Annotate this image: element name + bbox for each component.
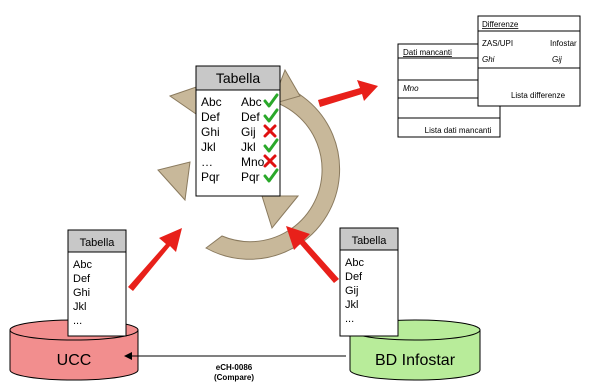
- central-row-right: Jkl: [241, 140, 256, 154]
- differences-val2: Gij: [552, 55, 562, 64]
- table-row: Def: [73, 273, 91, 285]
- check-icon: [263, 138, 279, 153]
- central-row-right: Gij: [241, 125, 256, 139]
- arrow-from-ucc: [128, 228, 182, 291]
- infostar-table: Tabella AbcDefGijJkl...: [339, 227, 399, 337]
- infostar-table-header: Tabella: [352, 235, 388, 247]
- check-icon: [263, 168, 279, 183]
- check-icon: [263, 93, 279, 108]
- table-row: Jkl: [345, 299, 358, 311]
- table-row: Def: [345, 271, 363, 283]
- central-row-left: Pqr: [201, 170, 220, 184]
- central-row-right: Pqr: [241, 170, 260, 184]
- differences-col2: Infostar: [550, 39, 577, 48]
- ucc-table-header: Tabella: [80, 237, 116, 249]
- compare-label-2: (Compare): [214, 373, 254, 382]
- red-arrows: [128, 80, 378, 291]
- central-row-right: Def: [241, 110, 260, 124]
- missing-data-title: Dati mancanti: [403, 48, 452, 57]
- table-row: Gij: [345, 285, 358, 297]
- arrow-from-infostar: [286, 226, 339, 283]
- ucc-label: UCC: [57, 352, 92, 369]
- differences-caption: Lista differenze: [511, 91, 566, 100]
- table-row: ...: [73, 315, 82, 327]
- central-row-left: Def: [201, 110, 220, 124]
- arrow-to-reports: [318, 80, 378, 107]
- central-row-right: Mno: [241, 155, 265, 169]
- differences-col1: ZAS/UPI: [482, 39, 513, 48]
- central-table-header: Tabella: [216, 70, 261, 86]
- cross-icon: [263, 124, 277, 138]
- ucc-table: Tabella AbcDefGhiJkl...: [67, 229, 127, 337]
- check-icon: [263, 108, 279, 123]
- table-row: Abc: [73, 259, 92, 271]
- central-row-left: …: [201, 155, 213, 169]
- differences-title: Differenze: [482, 20, 519, 29]
- table-row: Jkl: [73, 301, 86, 313]
- differences-report: Differenze ZAS/UPI Infostar Ghi Gij List…: [477, 15, 581, 107]
- central-row-left: Abc: [201, 95, 222, 109]
- table-row: ...: [345, 313, 354, 325]
- central-row-left: Ghi: [201, 125, 220, 139]
- compare-arrow: eCH-0086 (Compare): [124, 352, 346, 382]
- missing-data-item: Mno: [403, 84, 419, 93]
- infostar-label: BD Infostar: [375, 352, 456, 369]
- differences-val1: Ghi: [482, 55, 495, 64]
- central-row-left: Jkl: [201, 140, 216, 154]
- central-row-right: Abc: [241, 95, 262, 109]
- missing-data-report: Dati mancanti Mno Lista dati mancanti: [397, 43, 501, 138]
- cross-icon: [263, 154, 277, 168]
- table-row: Abc: [345, 257, 364, 269]
- compare-label-1: eCH-0086: [216, 363, 253, 372]
- missing-data-caption: Lista dati mancanti: [425, 126, 492, 135]
- table-row: Ghi: [73, 287, 90, 299]
